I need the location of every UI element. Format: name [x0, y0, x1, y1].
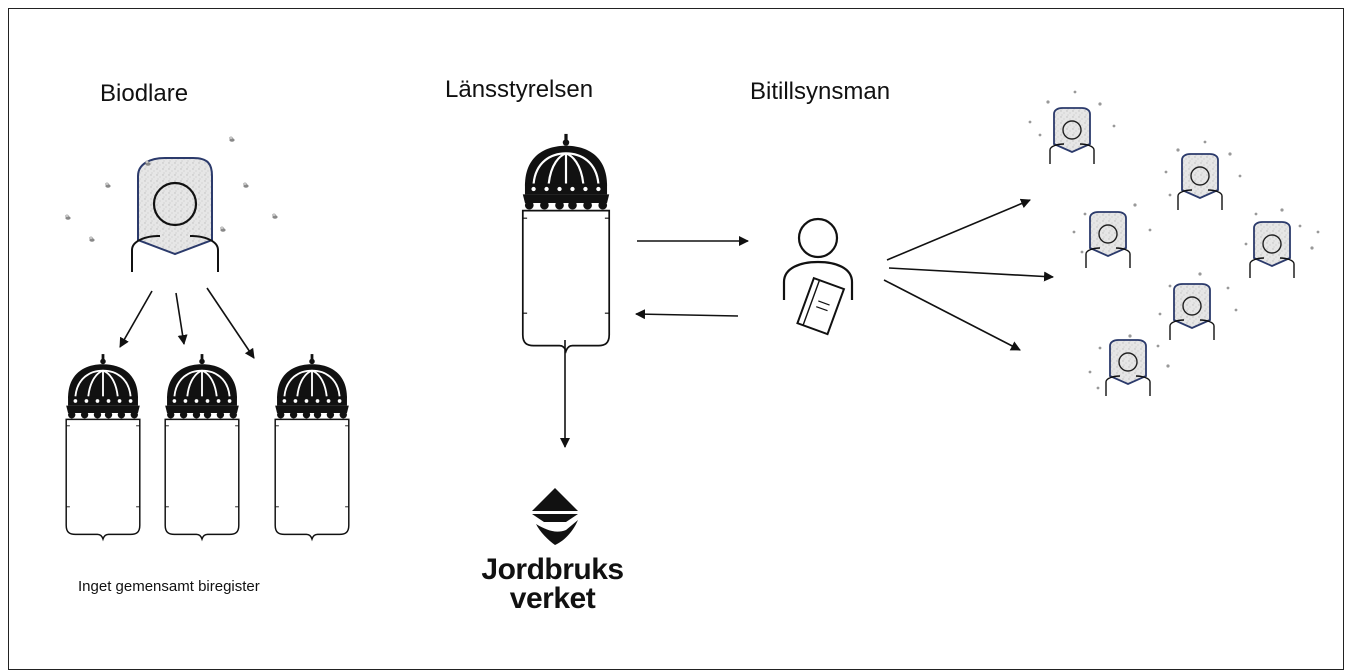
bee-inspector-label: Bitillsynsman: [750, 78, 891, 105]
crown-shield-icon: [521, 132, 611, 353]
beekeeper-label: Biodlare: [100, 80, 189, 107]
beehive-icon: [1049, 107, 1295, 397]
arrow-to-board-1: [119, 290, 153, 348]
arrow-to-apiary-bottom: [883, 279, 1021, 351]
arrow-to-board-2: [175, 292, 188, 345]
arrow-to-apiary-middle: [888, 267, 1054, 282]
county-board-label: Länsstyrelsen: [445, 76, 594, 103]
county-board-crest-1: [65, 353, 141, 540]
bee-swarm-right: [1028, 90, 1320, 390]
arrow-from-inspector: [635, 309, 739, 320]
jordbruksverket-logo-icon: [532, 488, 578, 545]
arrow-to-apiary-top: [886, 198, 1031, 261]
logo-line-2: verket: [509, 582, 596, 615]
diagram-frame: [8, 8, 1344, 670]
no-shared-register-caption: Inget gemensamt biregister: [78, 578, 260, 595]
inspector-person-icon: [782, 217, 854, 336]
logo-line-1: Jordbruks: [481, 553, 624, 586]
county-board-crest-3: [274, 353, 350, 540]
arrow-to-board-3: [206, 287, 255, 359]
jordbruksverket-wordmark: Jordbruks verket: [480, 553, 625, 615]
beekeeper-hive-icon: [65, 136, 278, 272]
county-board-crest-2: [164, 353, 240, 540]
